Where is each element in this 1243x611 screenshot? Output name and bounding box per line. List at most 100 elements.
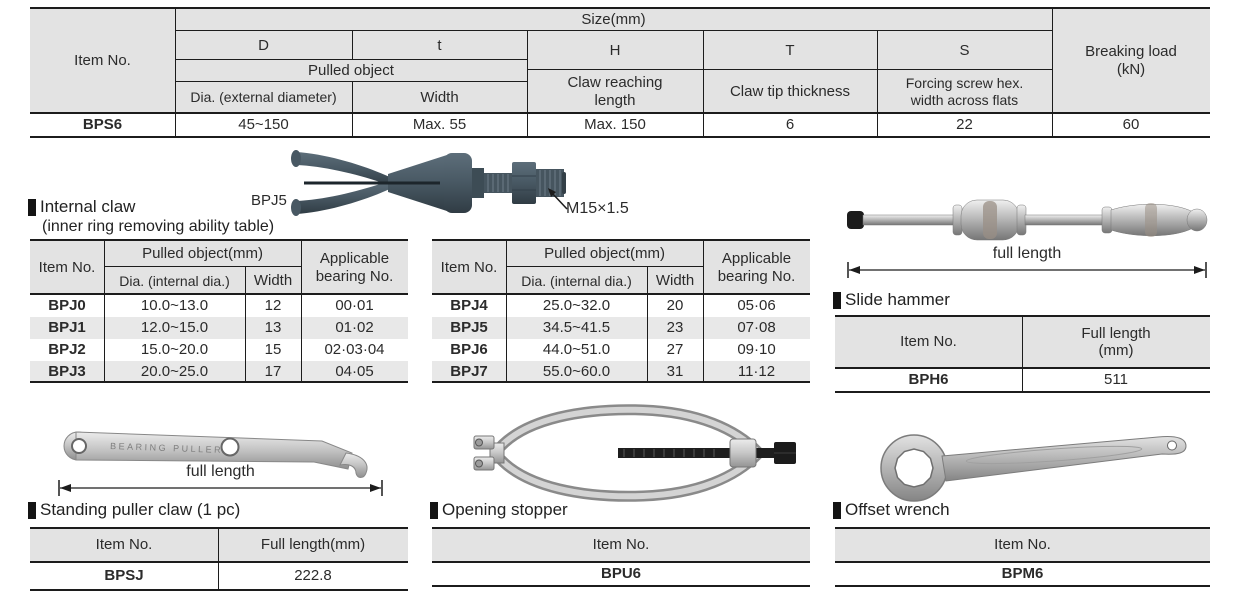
section-bullet bbox=[28, 501, 36, 519]
col-bearing: Applicable bearing No. bbox=[315, 250, 394, 285]
table-row-bearing: 09·10 bbox=[737, 341, 776, 359]
row-shading bbox=[30, 317, 408, 339]
row-shading bbox=[432, 317, 810, 339]
table-row-width: 15 bbox=[264, 341, 282, 359]
section-bullet bbox=[833, 291, 841, 309]
table-header-bg bbox=[432, 240, 810, 295]
col-full-length: Full length (mm) bbox=[1081, 324, 1151, 359]
divider bbox=[30, 381, 408, 383]
divider bbox=[432, 293, 810, 295]
row-shading bbox=[432, 361, 810, 383]
table-row-item: BPJ7 bbox=[450, 363, 488, 381]
table-row-dia: 25.0~32.0 bbox=[542, 297, 611, 315]
opening-stopper-heading: Opening stopper bbox=[430, 500, 568, 520]
divider bbox=[352, 82, 353, 137]
divider bbox=[703, 240, 704, 382]
col-dia-internal: Dia. (internal dia.) bbox=[521, 272, 632, 289]
divider bbox=[1022, 316, 1023, 392]
divider bbox=[104, 266, 301, 267]
divider bbox=[30, 136, 1210, 138]
table-row-bearing: 05·06 bbox=[737, 297, 776, 315]
table-row-width: 17 bbox=[264, 363, 282, 381]
divider bbox=[218, 528, 219, 590]
table-row-bearing: 07·08 bbox=[737, 319, 776, 337]
table-row-dia: 12.0~15.0 bbox=[140, 319, 209, 337]
table-row-item: BPH6 bbox=[908, 371, 949, 389]
opening-stopper-photo bbox=[473, 404, 796, 502]
divider bbox=[506, 240, 507, 382]
table-row-width: 12 bbox=[264, 297, 282, 315]
standing-puller-claw-heading: Standing puller claw (1 pc) bbox=[28, 500, 240, 520]
standing-puller-claw-heading-text: Standing puller claw (1 pc) bbox=[40, 500, 241, 519]
divider bbox=[432, 561, 810, 563]
table-row-dia: 44.0~51.0 bbox=[542, 341, 611, 359]
divider bbox=[245, 267, 246, 382]
table-row-item: BPJ6 bbox=[450, 341, 488, 359]
table-header-bg bbox=[432, 528, 810, 562]
table-row-bearing: 00·01 bbox=[335, 297, 374, 315]
table-row-dia: 10.0~13.0 bbox=[140, 297, 209, 315]
divider bbox=[30, 7, 1210, 9]
table-row-width: 13 bbox=[264, 319, 282, 337]
spec-col-breaking-load: Breaking load (kN) bbox=[1085, 43, 1177, 78]
divider bbox=[175, 30, 1052, 31]
divider bbox=[835, 527, 1210, 529]
spec-col-d: D bbox=[258, 36, 269, 54]
spec-col-dia-external: Dia. (external diameter) bbox=[190, 89, 337, 106]
spec-col-item-no: Item No. bbox=[74, 51, 131, 69]
internal-claw-heading: Internal claw bbox=[28, 197, 135, 217]
divider bbox=[877, 31, 878, 137]
spec-col-size: Size(mm) bbox=[581, 10, 646, 28]
table-row-width: 27 bbox=[666, 341, 684, 359]
slide-hammer-heading: Slide hammer bbox=[833, 290, 950, 310]
table-row-item: BPJ1 bbox=[48, 319, 86, 337]
spec-col-t: t bbox=[437, 36, 442, 54]
table-header-bg bbox=[30, 528, 408, 562]
table-header-bg bbox=[30, 240, 408, 295]
opening-stopper-heading-text: Opening stopper bbox=[442, 500, 568, 519]
divider bbox=[30, 561, 408, 563]
divider bbox=[835, 391, 1210, 393]
col-item-no: Item No. bbox=[592, 536, 650, 554]
table-row-dia: 15.0~20.0 bbox=[140, 341, 209, 359]
table-row-item: BPJ3 bbox=[48, 363, 86, 381]
internal-claw-heading-text: Internal claw bbox=[40, 197, 136, 216]
divider bbox=[432, 239, 810, 241]
col-item-no: Item No. bbox=[994, 536, 1051, 554]
col-item-no: Item No. bbox=[38, 258, 96, 276]
divider bbox=[30, 239, 408, 241]
divider bbox=[527, 31, 528, 137]
divider bbox=[352, 31, 353, 60]
divider bbox=[30, 589, 408, 591]
spec-row-s: 22 bbox=[956, 116, 973, 134]
spec-col-t-cap: T bbox=[785, 41, 795, 59]
divider bbox=[647, 267, 648, 382]
divider bbox=[835, 561, 1210, 563]
spec-col-width: Width bbox=[420, 88, 459, 106]
table-row-bearing: 01·02 bbox=[335, 319, 374, 337]
section-bullet bbox=[430, 501, 438, 519]
spec-row-h: Max. 150 bbox=[584, 116, 646, 134]
col-pulled-object: Pulled object(mm) bbox=[142, 244, 263, 262]
divider bbox=[835, 585, 1210, 587]
thread-callout-arrow bbox=[548, 188, 568, 210]
spec-col-claw-reaching: Claw reaching length bbox=[567, 74, 663, 109]
spec-row-item-no: BPS6 bbox=[82, 116, 123, 134]
divider bbox=[432, 381, 810, 383]
col-item-no: Item No. bbox=[440, 258, 498, 276]
divider bbox=[432, 585, 810, 587]
spec-row-breaking-load: 60 bbox=[1122, 116, 1140, 134]
spec-row-t-cap: 6 bbox=[785, 116, 795, 134]
thread-size-label: M15×1.5 bbox=[566, 200, 629, 217]
col-full-length: Full length(mm) bbox=[260, 536, 366, 554]
table-row-item: BPU6 bbox=[600, 565, 641, 583]
divider bbox=[527, 69, 1052, 70]
row-shading bbox=[30, 361, 408, 383]
divider bbox=[1052, 8, 1053, 137]
spec-col-forcing-screw: Forcing screw hex. width across flats bbox=[905, 75, 1024, 108]
slide-hammer-dimension-line bbox=[847, 262, 1207, 278]
divider bbox=[432, 527, 810, 529]
divider bbox=[30, 112, 1210, 114]
col-width: Width bbox=[253, 272, 293, 290]
stamp-text: BEARING PULLER bbox=[110, 441, 223, 455]
